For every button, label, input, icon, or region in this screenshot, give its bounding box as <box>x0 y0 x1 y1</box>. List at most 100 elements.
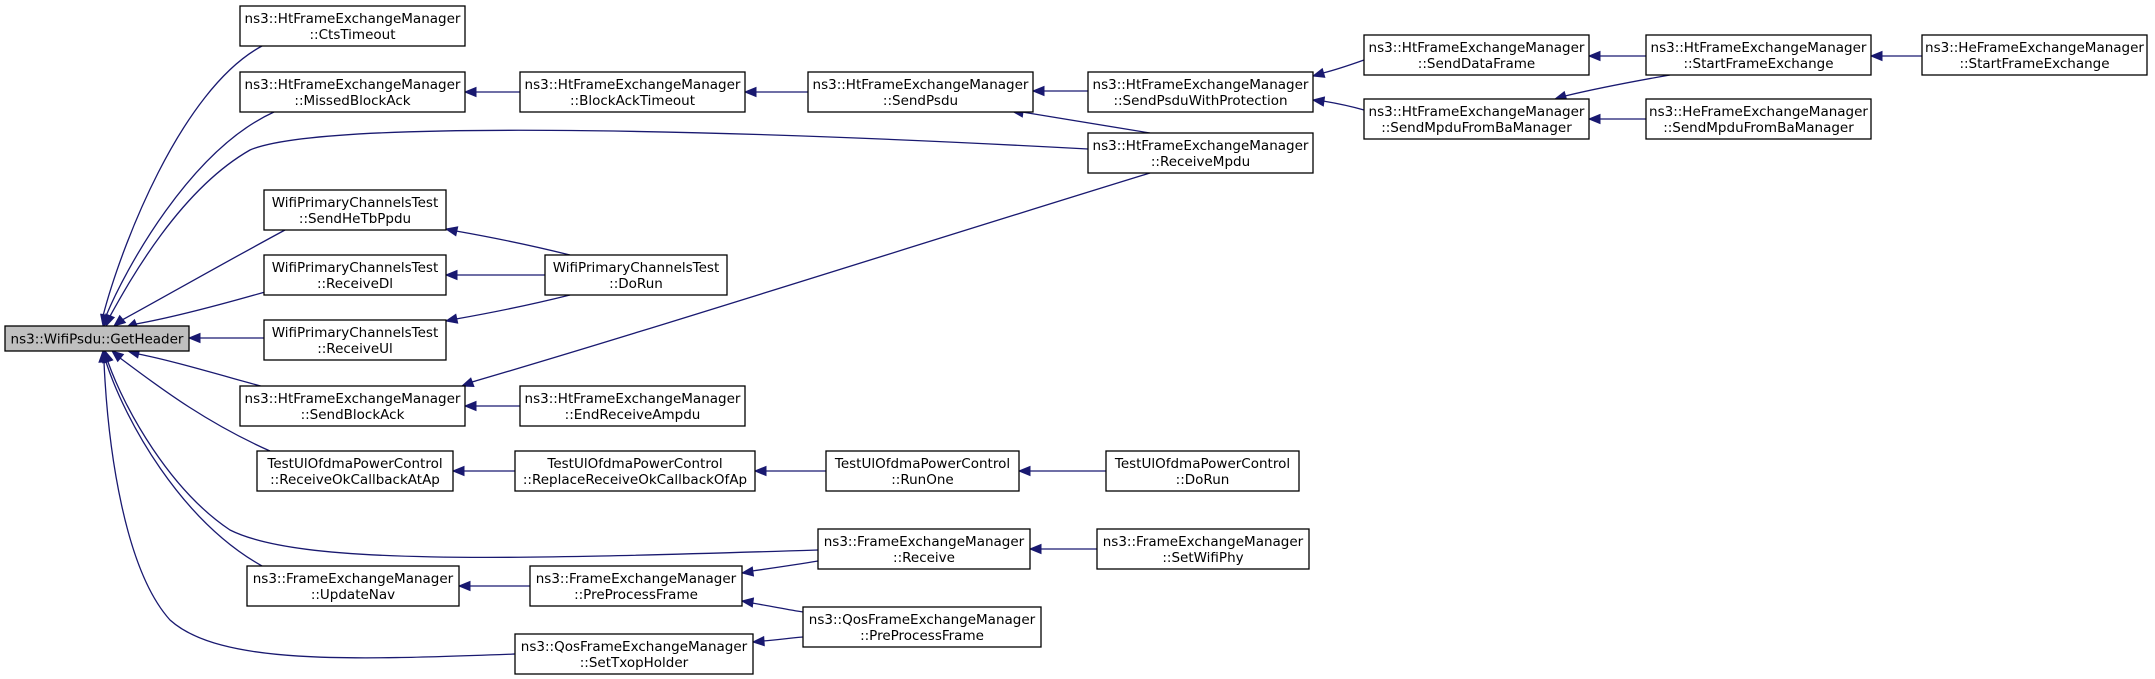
node-qospreprocess[interactable]: ns3::QosFrameExchangeManager::PreProcess… <box>802 606 1042 648</box>
node-label-line: ::SendBlockAck <box>301 407 405 423</box>
edge-hesendmpdufromba-to-htsendmpdufromba <box>1587 113 1646 125</box>
node-feupdatenav[interactable]: ns3::FrameExchangeManager::UpdateNav <box>246 565 460 607</box>
node-label-line: ns3::FrameExchangeManager <box>1103 534 1304 550</box>
node-htstartframeexchange[interactable]: ns3::HtFrameExchangeManager::StartFrameE… <box>1645 34 1872 76</box>
node-label-line: ::SetWifiPhy <box>1162 550 1243 566</box>
node-label-line: TestUlOfdmaPowerControl <box>834 456 1010 472</box>
node-label-line: ::ReceiveDl <box>317 276 393 292</box>
node-label-line: ns3::HeFrameExchangeManager <box>1925 40 2144 56</box>
edge-qossettxop-to-getheader <box>98 349 516 659</box>
node-label-line: ns3::QosFrameExchangeManager <box>809 612 1036 628</box>
node-label-line: ns3::HtFrameExchangeManager <box>245 77 461 93</box>
edge-htsendblockack-to-getheader <box>126 348 276 391</box>
node-label-line: ::DoRun <box>1176 472 1230 488</box>
node-fesetwifiphy[interactable]: ns3::FrameExchangeManager::SetWifiPhy <box>1096 528 1310 570</box>
node-label-line: ns3::HtFrameExchangeManager <box>1651 40 1867 56</box>
node-label-line: ns3::HtFrameExchangeManager <box>1093 138 1309 154</box>
node-label-line: ::SetTxopHolder <box>580 655 689 671</box>
edge-fesetwifiphy-to-fereceive <box>1028 543 1097 555</box>
node-htendreceiveampdu[interactable]: ns3::HtFrameExchangeManager::EndReceiveA… <box>519 385 746 427</box>
node-label-line: ns3::HtFrameExchangeManager <box>245 11 461 27</box>
node-label-line: ::SendDataFrame <box>1418 56 1535 72</box>
node-label-line: TestUlOfdmaPowerControl <box>266 456 442 472</box>
node-htreceivempdu[interactable]: ns3::HtFrameExchangeManager::ReceiveMpdu <box>1087 132 1314 174</box>
node-label-line: ::StartFrameExchange <box>1959 56 2109 72</box>
edge-tupcdorun-to-tupcrunone <box>1017 465 1106 477</box>
node-label-line: ::MissedBlockAck <box>294 93 410 109</box>
edge-layer <box>98 45 1922 659</box>
node-hesendmpdufromba[interactable]: ns3::HeFrameExchangeManager::SendMpduFro… <box>1645 98 1872 140</box>
node-tupcreplace[interactable]: TestUlOfdmaPowerControl::ReplaceReceiveO… <box>514 450 756 492</box>
node-htsendpsdu[interactable]: ns3::HtFrameExchangeManager::SendPsdu <box>807 71 1034 113</box>
node-wpcreceivedl[interactable]: WifiPrimaryChannelsTest::ReceiveDl <box>263 254 447 296</box>
node-htmissedblockack[interactable]: ns3::HtFrameExchangeManager::MissedBlock… <box>239 71 466 113</box>
edge-htmissedblockack-to-getheader <box>101 111 275 328</box>
node-label-line: WifiPrimaryChannelsTest <box>553 260 720 276</box>
edge-fereceive-to-fepreprocess <box>740 560 819 577</box>
node-label-line: ::BlockAckTimeout <box>570 93 695 109</box>
edge-htendreceiveampdu-to-htsendblockack <box>463 400 520 412</box>
edge-htreceivempdu-to-getheader <box>105 129 1089 328</box>
node-fepreprocess[interactable]: ns3::FrameExchangeManager::PreProcessFra… <box>529 565 743 607</box>
node-htsendblockack[interactable]: ns3::HtFrameExchangeManager::SendBlockAc… <box>239 385 466 427</box>
node-label-line: ::CtsTimeout <box>310 27 396 43</box>
node-label-line: TestUlOfdmaPowerControl <box>546 456 722 472</box>
edge-htsendpsdu-to-htblockacktimeout <box>743 86 808 98</box>
node-label-line: ::ReceiveOkCallbackAtAp <box>270 472 440 488</box>
node-fereceive[interactable]: ns3::FrameExchangeManager::Receive <box>817 528 1031 570</box>
node-getheader[interactable]: ns3::WifiPsdu::GetHeader <box>4 325 190 352</box>
edge-qospreprocess-to-fepreprocess <box>740 597 804 613</box>
node-label-line: WifiPrimaryChannelsTest <box>272 260 439 276</box>
edge-htsendpsduwithprot-to-htsendpsdu <box>1031 85 1088 97</box>
node-htsendpsduwithprot[interactable]: ns3::HtFrameExchangeManager::SendPsduWit… <box>1087 71 1314 113</box>
edge-wpcreceivedl-to-getheader <box>124 289 273 329</box>
node-label-line: ::StartFrameExchange <box>1683 56 1833 72</box>
edge-htblockacktimeout-to-htmissedblockack <box>463 86 520 98</box>
node-htblockacktimeout[interactable]: ns3::HtFrameExchangeManager::BlockAckTim… <box>519 71 746 113</box>
edge-hestartframeexchange-to-htstartframeexchange <box>1869 50 1922 62</box>
node-tupcrunone[interactable]: TestUlOfdmaPowerControl::RunOne <box>825 450 1020 492</box>
edge-wpcdorun-to-wpcsendhetbppdu <box>444 226 571 256</box>
node-label-line: ns3::HtFrameExchangeManager <box>813 77 1029 93</box>
node-label-line: ::DoRun <box>609 276 663 292</box>
edge-qospreprocess-to-qossettxop <box>751 635 804 647</box>
node-label-line: TestUlOfdmaPowerControl <box>1114 456 1290 472</box>
node-tupcdorun[interactable]: TestUlOfdmaPowerControl::DoRun <box>1105 450 1300 492</box>
edge-htsenddataframe-to-htsendpsduwithprot <box>1311 59 1365 78</box>
node-label-line: ns3::HtFrameExchangeManager <box>525 391 741 407</box>
node-label-line: ::SendPsdu <box>883 93 958 109</box>
node-label-line: ::PreProcessFrame <box>574 587 698 603</box>
edge-wpcdorun-to-wpcreceivedl <box>444 269 545 281</box>
edge-wpcreceiveul-to-getheader <box>187 332 264 344</box>
node-label-line: WifiPrimaryChannelsTest <box>272 195 439 211</box>
edge-tupcrunone-to-tupcreplace <box>753 465 826 477</box>
node-label-line: ::SendPsduWithProtection <box>1113 93 1287 109</box>
node-label-line: ::UpdateNav <box>311 587 395 603</box>
node-hestartframeexchange[interactable]: ns3::HeFrameExchangeManager::StartFrameE… <box>1921 34 2148 76</box>
node-htctstimeout[interactable]: ns3::HtFrameExchangeManager::CtsTimeout <box>239 5 466 47</box>
node-label-line: ::ReplaceReceiveOkCallbackOfAp <box>523 472 747 488</box>
node-label-line: ns3::FrameExchangeManager <box>824 534 1025 550</box>
edge-wpcsendhetbppdu-to-getheader <box>112 229 286 327</box>
node-label-line: ns3::HtFrameExchangeManager <box>245 391 461 407</box>
node-label-line: ::ReceiveMpdu <box>1151 154 1250 170</box>
node-label-line: ns3::QosFrameExchangeManager <box>521 639 748 655</box>
node-tupcreceiveok[interactable]: TestUlOfdmaPowerControl::ReceiveOkCallba… <box>256 450 454 492</box>
node-wpcsendhetbppdu[interactable]: WifiPrimaryChannelsTest::SendHeTbPpdu <box>263 189 447 231</box>
edge-htstartframeexchange-to-htsenddataframe <box>1587 50 1646 62</box>
node-label-line: ::SendMpduFromBaManager <box>1663 120 1854 136</box>
node-label-line: ns3::HtFrameExchangeManager <box>1369 40 1585 56</box>
node-qossettxop[interactable]: ns3::QosFrameExchangeManager::SetTxopHol… <box>514 633 754 675</box>
edge-wpcdorun-to-wpcreceiveul <box>444 294 571 324</box>
node-label-line: ::SendMpduFromBaManager <box>1381 120 1572 136</box>
edge-tupcreceiveok-to-getheader <box>110 350 271 452</box>
node-htsendmpdufromba[interactable]: ns3::HtFrameExchangeManager::SendMpduFro… <box>1363 98 1590 140</box>
node-label-line: ns3::HtFrameExchangeManager <box>525 77 741 93</box>
node-label-line: ns3::WifiPsdu::GetHeader <box>11 332 184 348</box>
edge-htstartframeexchange-to-htsendmpdufromba <box>1553 74 1671 101</box>
node-label-line: ns3::HeFrameExchangeManager <box>1649 104 1868 120</box>
node-wpcdorun[interactable]: WifiPrimaryChannelsTest::DoRun <box>544 254 728 296</box>
node-htsenddataframe[interactable]: ns3::HtFrameExchangeManager::SendDataFra… <box>1363 34 1590 76</box>
node-wpcreceiveul[interactable]: WifiPrimaryChannelsTest::ReceiveUl <box>263 319 447 361</box>
